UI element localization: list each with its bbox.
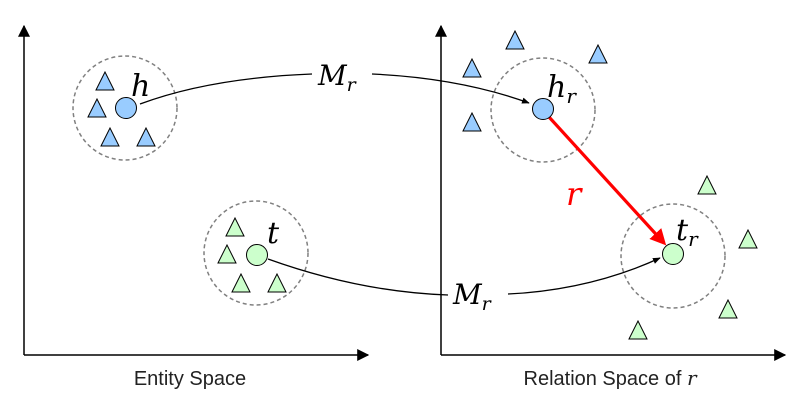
mapping-curve-head-arrow bbox=[371, 73, 530, 104]
mapping-curve-tail bbox=[267, 258, 449, 296]
projected-tail-label: tr bbox=[676, 213, 699, 251]
projected-tail-node bbox=[662, 243, 684, 265]
projected-tail-neighbor-triangle bbox=[628, 319, 648, 340]
tail-neighbor-triangle bbox=[225, 216, 245, 237]
head-neighbor-triangle bbox=[136, 126, 156, 147]
relation-space-panel: r hr tr Relation Space of r bbox=[435, 24, 787, 390]
projected-tail-neighborhood-circle bbox=[620, 203, 726, 309]
projected-head-neighbor-triangle bbox=[505, 29, 525, 50]
head-neighbor-triangle bbox=[87, 97, 107, 118]
tail-neighborhood-circle bbox=[203, 200, 309, 306]
projected-head-node bbox=[532, 98, 554, 120]
relation-vector-label: r bbox=[566, 175, 583, 213]
relation-space-caption: Relation Space of r bbox=[524, 366, 698, 390]
projected-tail-neighbor-triangle bbox=[697, 174, 717, 195]
tail-neighbor-triangle bbox=[267, 272, 287, 293]
mapping-top: Mr bbox=[139, 59, 530, 105]
tail-entity-node bbox=[246, 244, 268, 266]
projected-tail-neighbor-triangle bbox=[738, 228, 758, 249]
entity-space-caption: Entity Space bbox=[134, 368, 246, 390]
tail-entity-label: t bbox=[267, 216, 280, 251]
head-entity-label: h bbox=[131, 69, 150, 104]
projected-head-label: hr bbox=[547, 70, 577, 108]
mapping-label-bottom: Mr bbox=[452, 278, 493, 315]
projected-head-neighbor-triangle bbox=[588, 43, 608, 64]
projected-head-neighbor-triangle bbox=[462, 57, 482, 78]
head-neighbor-triangle bbox=[100, 126, 120, 147]
projected-head-neighbor-triangle bbox=[462, 111, 482, 132]
head-neighbor-triangle bbox=[95, 70, 115, 91]
entity-space-panel: h t Entity Space bbox=[18, 24, 370, 390]
projected-head-neighborhood-circle bbox=[490, 57, 596, 163]
projected-tail-neighbor-triangle bbox=[718, 298, 738, 319]
mapping-curve-tail-arrow bbox=[507, 257, 661, 295]
mapping-label-top: Mr bbox=[317, 59, 358, 96]
tail-neighbor-triangle bbox=[231, 272, 251, 293]
head-entity-node bbox=[115, 97, 137, 119]
relation-vector-arrow bbox=[547, 115, 667, 246]
head-cluster: h bbox=[72, 55, 178, 161]
mapping-bottom: Mr bbox=[267, 257, 661, 315]
tail-neighbor-triangle bbox=[217, 243, 237, 264]
mapping-curve-head bbox=[139, 73, 313, 105]
head-neighborhood-circle bbox=[72, 55, 178, 161]
tail-cluster: t bbox=[203, 200, 309, 306]
